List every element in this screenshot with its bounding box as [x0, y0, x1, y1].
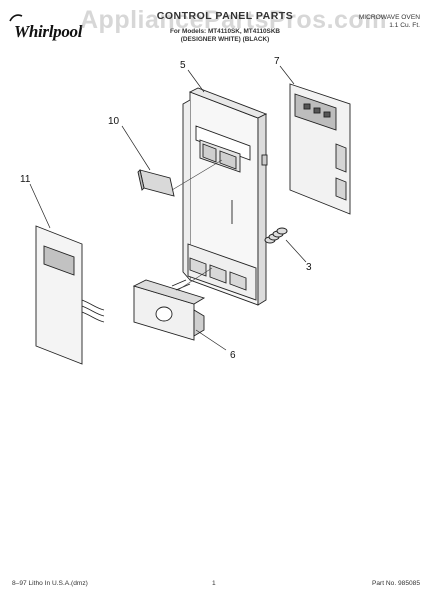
footer-page-number: 1 — [212, 580, 216, 587]
footer-litho: 8–97 Litho In U.S.A.(dmz) — [12, 580, 88, 587]
callout-3: 3 — [306, 262, 312, 273]
watermark: AppliancePartsPros.com — [80, 6, 387, 34]
part-6-door-button-assembly — [132, 279, 206, 341]
product-type: MICROWAVE OVEN — [358, 14, 420, 21]
callout-11: 11 — [20, 174, 31, 185]
page-title: CONTROL PANEL PARTS — [156, 10, 294, 22]
part-3-spring — [264, 227, 288, 244]
subtitle-colors: (DESIGNER WHITE) (BLACK) — [180, 36, 270, 43]
brand-logo-swoosh-icon — [9, 14, 23, 22]
subtitle-models: For Models: MT4110SK, MT4110SKB — [169, 28, 281, 35]
part-7-control-board — [289, 83, 351, 215]
product-info: MICROWAVE OVEN 1.1 Cu. Ft. — [359, 14, 420, 30]
page-subtitle: For Models: MT4110SK, MT4110SKB (DESIGNE… — [130, 28, 320, 44]
callout-6: 6 — [230, 350, 236, 361]
alignment-lines — [171, 159, 223, 291]
part-11-touch-pad-overlay — [35, 225, 105, 365]
brand-logo: Whirlpool — [14, 22, 83, 41]
footer-part-number: Part No. 985085 — [371, 580, 420, 587]
callout-7: 7 — [274, 56, 280, 67]
part-10-button — [137, 169, 175, 197]
part-5-control-panel — [182, 87, 268, 306]
product-capacity: 1.1 Cu. Ft. — [389, 22, 420, 29]
leader-lines — [29, 65, 307, 351]
callout-10: 10 — [108, 116, 120, 127]
callout-5: 5 — [180, 60, 186, 71]
